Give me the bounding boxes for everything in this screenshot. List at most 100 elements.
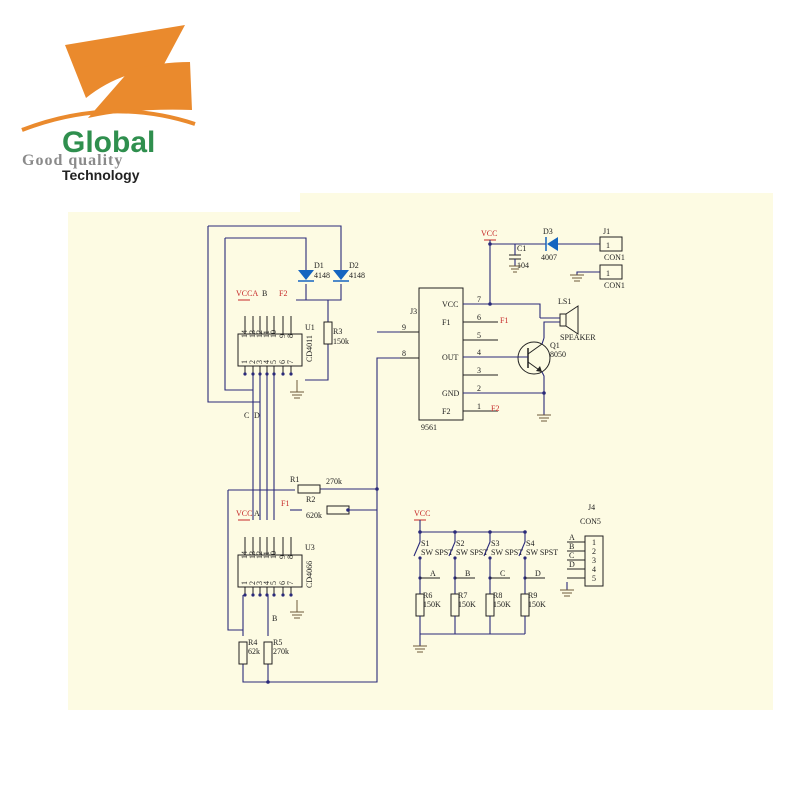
j3-pin-num-5: 5 xyxy=(477,331,481,340)
logo-name: Global xyxy=(62,126,155,159)
switch-part-s2: SW SPST xyxy=(456,548,488,557)
u3-pin-12: 12 xyxy=(255,551,264,559)
j4-letter-c: C xyxy=(569,551,574,560)
u1-pin-2: 2 xyxy=(248,360,257,364)
r8-ref: R8 xyxy=(493,591,502,600)
d1-ref: D1 xyxy=(314,261,324,270)
j1-pin: 1 xyxy=(606,241,610,250)
u1-pin-7: 7 xyxy=(286,360,295,364)
d3-ref: D3 xyxy=(543,227,553,236)
u1-pin-8: 8 xyxy=(286,334,295,338)
u3-f1-label: F1 xyxy=(281,499,289,508)
u1-b-label: B xyxy=(262,289,267,298)
j4-letter-a: A xyxy=(569,533,575,542)
switch-node-d: D xyxy=(535,569,541,578)
r3-value: 150k xyxy=(333,337,349,346)
resistor-r2: R2 620k xyxy=(306,487,379,520)
u3-pin-5: 5 xyxy=(269,581,278,585)
r5-value: 270k xyxy=(273,647,289,656)
u1-c-label: C xyxy=(244,411,249,420)
j3-pin-label-f1: F1 xyxy=(442,318,450,327)
u3-pin-6: 6 xyxy=(278,581,287,585)
resistor-r4: R4 62k xyxy=(238,638,260,665)
diode-d1: D1 4148 xyxy=(298,261,330,282)
r2-ref: R2 xyxy=(306,495,315,504)
u1-pin-3: 3 xyxy=(255,360,264,364)
switch-ref-s4: S4 xyxy=(526,539,534,548)
j3-ref: J3 xyxy=(410,307,417,316)
u3-pin-11: 11 xyxy=(262,551,271,559)
c1-ref: C1 xyxy=(517,244,526,253)
u1-pin-1: 1 xyxy=(240,360,249,364)
r6-value: 150K xyxy=(423,600,441,609)
j4-pin-2: 2 xyxy=(592,547,596,556)
diode-d2: D2 4148 xyxy=(333,261,365,282)
u3-pin-1: 1 xyxy=(240,581,249,585)
ls1-ref: LS1 xyxy=(558,297,571,306)
u1-u3-wiring xyxy=(207,225,400,683)
switch-vcc-label: VCC xyxy=(414,509,430,518)
switch-part-s1: SW SPST xyxy=(421,548,453,557)
u1-pin-12: 12 xyxy=(255,330,264,338)
vcc-top-label: VCC xyxy=(481,229,497,238)
j2-pin: 1 xyxy=(606,269,610,278)
u1-pin-4: 4 xyxy=(262,360,271,364)
j4-pin-5: 5 xyxy=(592,574,596,583)
ls1-part: SPEAKER xyxy=(560,333,596,342)
u3-a-label: A xyxy=(254,509,260,518)
j4-ref: J4 xyxy=(588,503,595,512)
u1-pin-13: 13 xyxy=(248,330,257,338)
u3-pin-7: 7 xyxy=(286,581,295,585)
j3-left-num-9: 9 xyxy=(402,323,406,332)
j2-con: CON1 xyxy=(604,281,625,290)
j4-pin-4: 4 xyxy=(592,565,596,574)
j3-pin-num-2: 2 xyxy=(477,384,481,393)
j3-pin-num-7: 7 xyxy=(477,295,481,304)
j3-pin-num-1: 1 xyxy=(477,402,481,411)
u1-pin-9: 9 xyxy=(278,334,287,338)
j3-pin-num-3: 3 xyxy=(477,366,481,375)
r1-value: 270k xyxy=(326,477,342,486)
u3-pin-3: 3 xyxy=(255,581,264,585)
d3-value: 4007 xyxy=(541,253,557,262)
switch-ref-s3: S3 xyxy=(491,539,499,548)
d2-ref: D2 xyxy=(349,261,359,270)
logo-mark-icon xyxy=(21,25,196,132)
j3-f2-net: F2 xyxy=(491,404,499,413)
j3-pin-label-vcc: VCC xyxy=(442,300,458,309)
switch-node-c: C xyxy=(500,569,505,578)
r6-ref: R6 xyxy=(423,591,432,600)
u3-pin-8: 8 xyxy=(286,555,295,559)
u1-part: CD4011 xyxy=(305,335,314,362)
switch-ref-s1: S1 xyxy=(421,539,429,548)
resistor-r3: R3 150k xyxy=(323,321,349,346)
u1-f2-label: F2 xyxy=(279,289,287,298)
r8-value: 150K xyxy=(493,600,511,609)
switch-part-s3: SW SPST xyxy=(491,548,523,557)
j1-con: CON1 xyxy=(604,253,625,262)
speaker-ls1: LS1 SPEAKER xyxy=(540,297,596,342)
d2-value: 4148 xyxy=(349,271,365,280)
u1-pin-6: 6 xyxy=(278,360,287,364)
j3-left-num-8: 8 xyxy=(402,349,406,358)
r2-value: 620k xyxy=(306,511,322,520)
j4-pin-1: 1 xyxy=(592,538,596,547)
schematic-background xyxy=(68,193,773,710)
resistor-r1: R1 270k xyxy=(290,475,342,494)
j3-pin-label-f2: F2 xyxy=(442,407,450,416)
r3-ref: R3 xyxy=(333,327,342,336)
u1-d-label: D xyxy=(254,411,260,420)
switch-part-s4: SW SPST xyxy=(526,548,558,557)
j3-pin-num-4: 4 xyxy=(477,348,481,357)
power-input: VCC C1 104 D3 4007 J1 1 CON1 1 CON1 xyxy=(463,227,625,318)
j4-part: CON5 xyxy=(580,517,601,526)
